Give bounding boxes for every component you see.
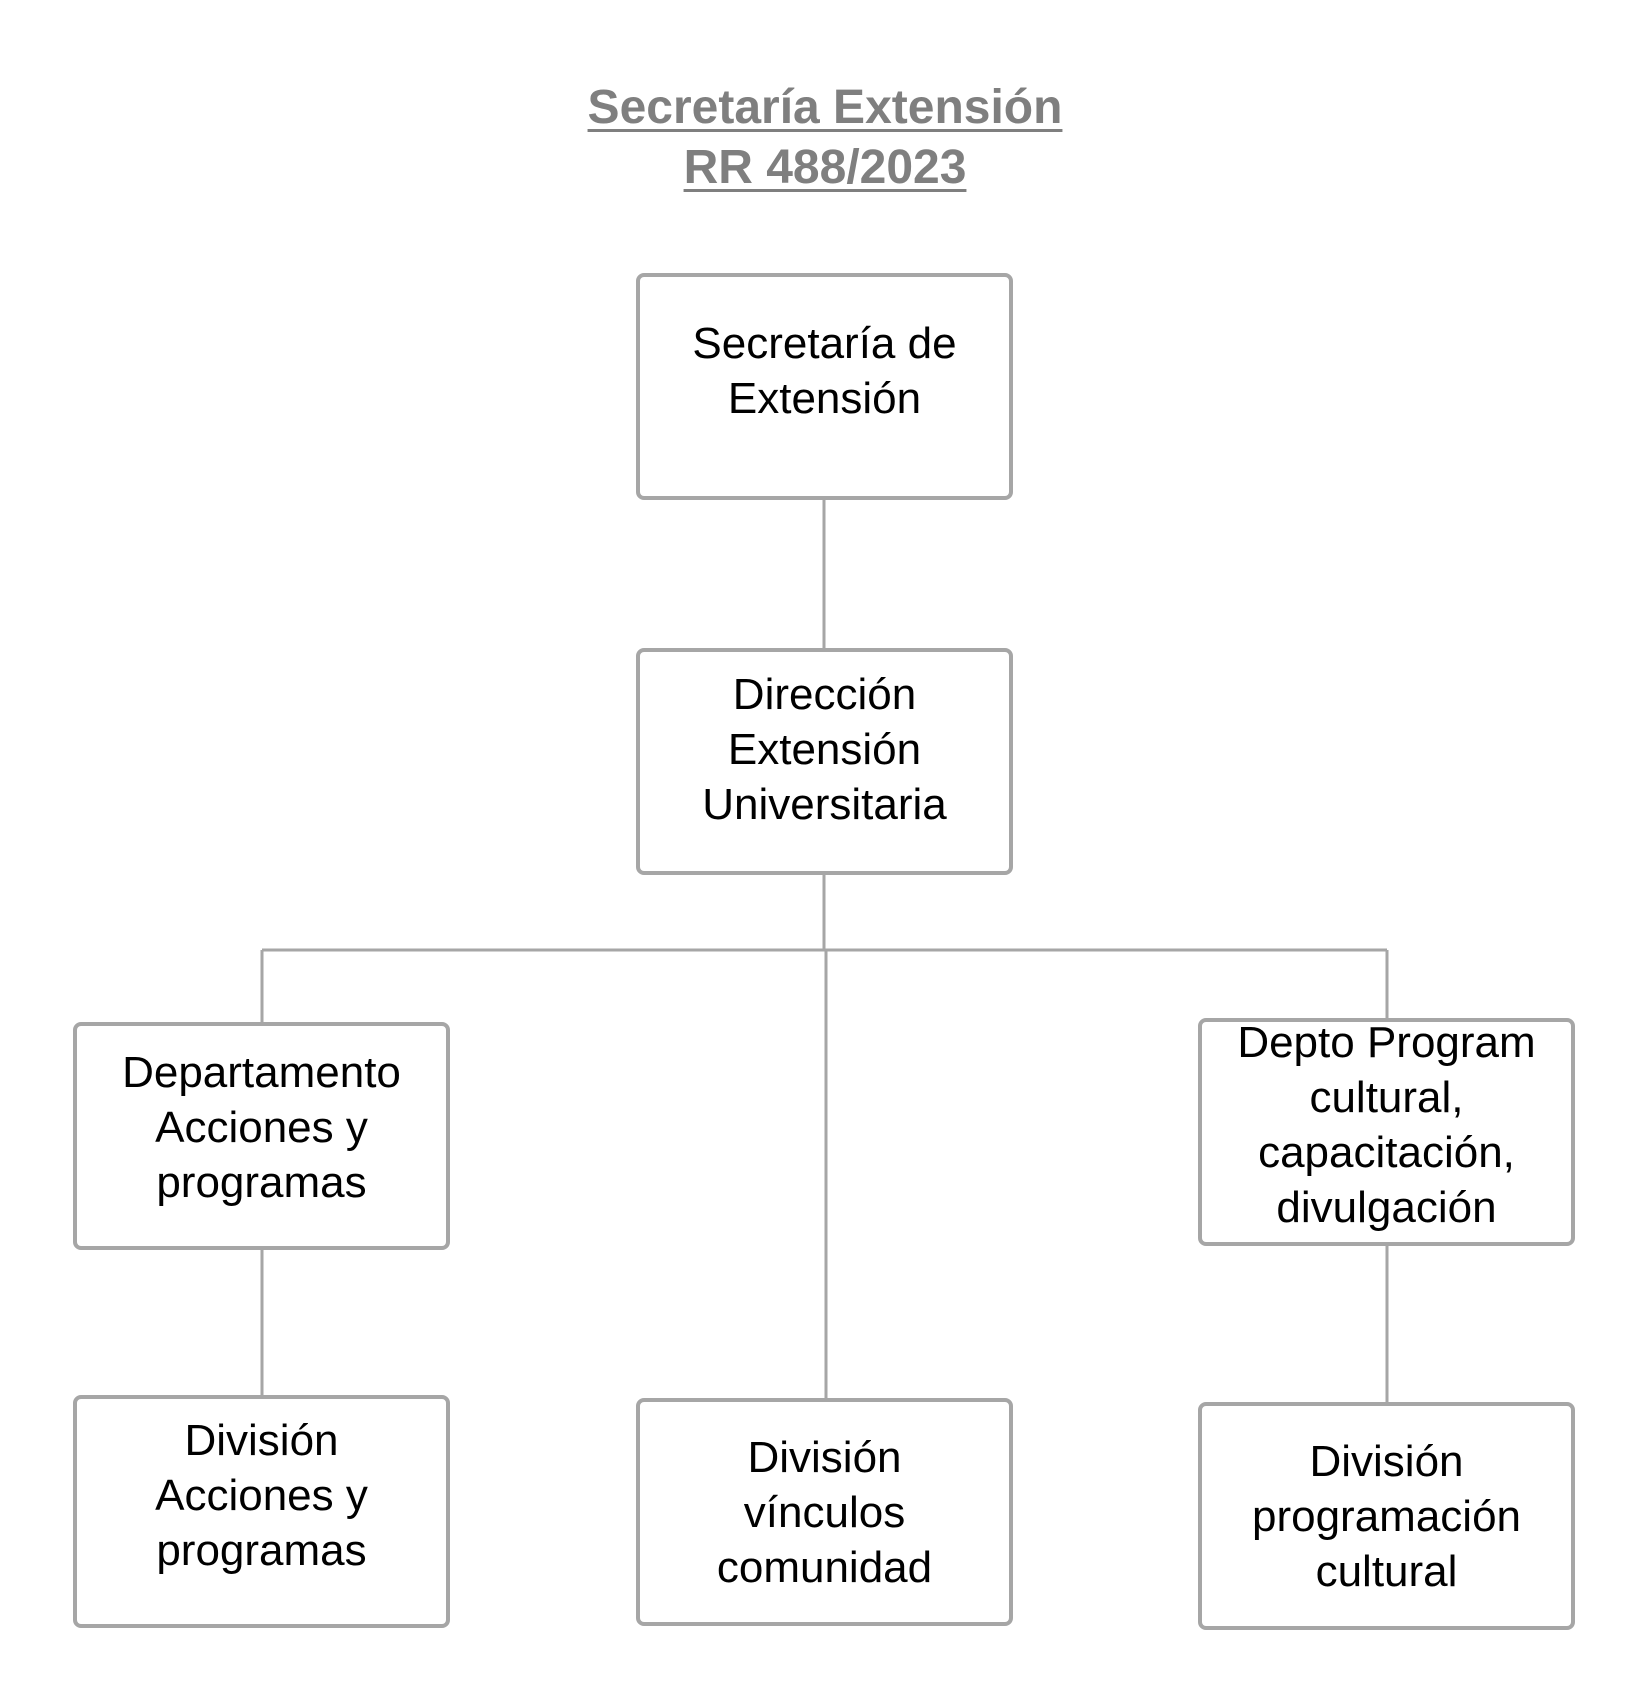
node-direccion-extension-universitaria: Dirección Extensión Universitaria: [636, 648, 1013, 875]
title-line-2: RR 488/2023: [683, 141, 967, 194]
node-label: Depto Program cultural, capacitación, di…: [1237, 1018, 1536, 1232]
node-label: División Acciones y programas: [155, 1416, 368, 1575]
node-label: División programación cultural: [1251, 1436, 1522, 1596]
node-departamento-acciones-y-programas: Departamento Acciones y programas: [73, 1022, 450, 1250]
node-label: Secretaría de Extensión: [692, 318, 957, 423]
node-label: Departamento Acciones y programas: [122, 1047, 401, 1207]
node-division-programacion-cultural: División programación cultural: [1198, 1402, 1575, 1630]
title-line-1: Secretaría Extensión: [587, 81, 1063, 134]
node-label: Dirección Extensión Universitaria: [702, 670, 947, 829]
node-label: División vínculos comunidad: [716, 1432, 933, 1592]
node-depto-program-cultural: Depto Program cultural, capacitación, di…: [1198, 1018, 1575, 1246]
node-secretaria-de-extension: Secretaría de Extensión: [636, 273, 1013, 500]
node-division-vinculos-comunidad: División vínculos comunidad: [636, 1398, 1013, 1626]
diagram-title: Secretaría Extensión RR 488/2023: [0, 78, 1650, 198]
node-division-acciones-y-programas: División Acciones y programas: [73, 1395, 450, 1628]
